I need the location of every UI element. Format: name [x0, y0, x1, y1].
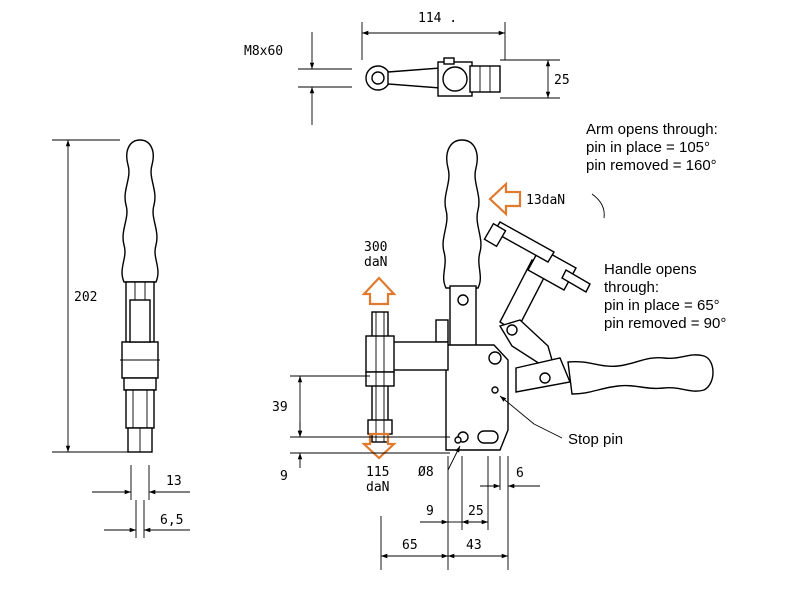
- force-arrow-up: [361, 276, 397, 306]
- handle-note-line-3: pin in place = 65°: [604, 297, 720, 314]
- dim-43: 43: [466, 538, 482, 553]
- stop-pin-label: Stop pin: [568, 431, 623, 448]
- bolt-size-label: M8x60: [244, 44, 283, 59]
- dim-25: 25: [468, 504, 484, 519]
- force-up-unit: daN: [364, 255, 387, 270]
- force-down-unit: daN: [366, 480, 389, 495]
- top-view-shape: [365, 57, 501, 97]
- top-height-dimension: 25: [554, 73, 570, 88]
- dim-9-bottom: 9: [426, 504, 434, 519]
- front-handle-horizontal: [567, 354, 714, 395]
- side-handle-grip: [121, 139, 159, 283]
- front-view: 300 daN 115 daN 13daN 39 9 Ø8 Stop pin: [272, 139, 714, 570]
- front-handle-grip: [442, 139, 482, 289]
- force-down-value: 115: [366, 465, 389, 480]
- side-height-dimension: 202: [74, 290, 97, 305]
- top-width-dimension: 114 .: [418, 11, 457, 26]
- force-arrow-down: [361, 432, 397, 460]
- arm-note-line-3: pin removed = 160°: [586, 157, 717, 174]
- arm-note-line-1: Arm opens through:: [586, 121, 718, 138]
- dim-hole-diameter: Ø8: [418, 465, 434, 480]
- dim-39: 39: [272, 400, 288, 415]
- force-arrow-side: [488, 181, 522, 217]
- handle-note-line-2: through:: [604, 279, 659, 296]
- force-side-value: 13daN: [526, 193, 565, 208]
- side-width-13-dimension: 13: [166, 474, 182, 489]
- side-width-6-5-dimension: 6,5: [160, 513, 183, 528]
- side-view: 202 13 6,5: [52, 139, 190, 538]
- dim-65: 65: [402, 538, 418, 553]
- handle-note-line-4: pin removed = 90°: [604, 315, 726, 332]
- handle-note-line-1: Handle opens: [604, 261, 697, 278]
- top-view: 114 . M8x60 25: [244, 11, 570, 125]
- dim-9-left: 9: [280, 469, 288, 484]
- force-up-value: 300: [364, 240, 387, 255]
- arm-opening-note: Arm opens through: pin in place = 105° p…: [586, 121, 718, 174]
- handle-opening-note: Handle opens through: pin in place = 65°…: [604, 261, 726, 332]
- arm-note-line-2: pin in place = 105°: [586, 139, 710, 156]
- dim-6: 6: [516, 466, 524, 481]
